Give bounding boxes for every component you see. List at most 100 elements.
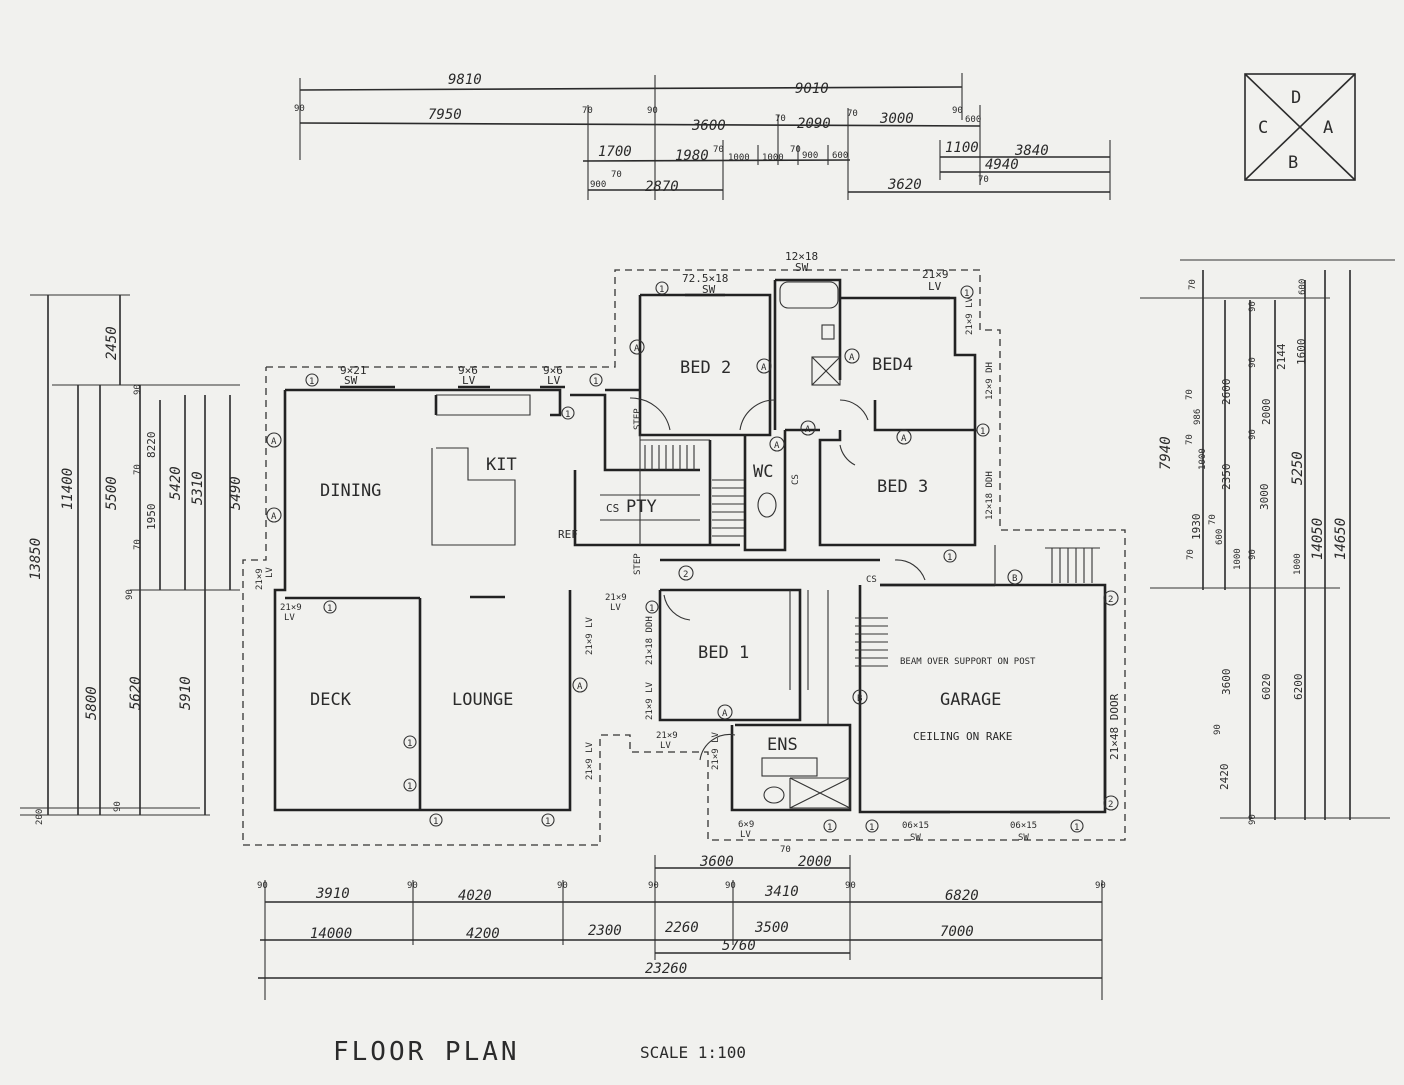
- window-size: 72.5×18: [682, 272, 728, 285]
- marker-1: 1: [403, 778, 417, 792]
- marker-1: 1: [960, 285, 974, 299]
- dim-90: 90: [952, 106, 963, 116]
- dim-900: 900: [802, 151, 818, 161]
- dim-70: 70: [1185, 389, 1195, 400]
- marker-a: A: [572, 677, 588, 693]
- dim-2420: 2420: [1218, 764, 1231, 791]
- window-size: 06×15: [1010, 821, 1037, 831]
- svg-text:A: A: [849, 353, 855, 363]
- svg-text:A: A: [634, 344, 640, 354]
- dim-1600: 1600: [1295, 339, 1308, 366]
- window-type: LV: [660, 741, 671, 751]
- dim-3000: 3000: [879, 111, 914, 127]
- compass-a: A: [1323, 118, 1333, 138]
- marker-1: 1: [1070, 819, 1084, 833]
- dim-2000: 2000: [798, 854, 832, 870]
- step-label: STEP: [633, 553, 643, 575]
- dim-5490: 5490: [228, 476, 244, 510]
- window-type: SW: [702, 283, 716, 296]
- garage-door-label: 21×48 DOOR: [1108, 693, 1121, 760]
- marker-1: 1: [865, 819, 879, 833]
- svg-text:1: 1: [545, 817, 550, 827]
- dim-90: 90: [113, 801, 123, 812]
- svg-text:1: 1: [827, 823, 832, 833]
- dim-3840: 3840: [1014, 143, 1049, 159]
- dim-70: 70: [775, 114, 786, 124]
- room-garage: GARAGE: [940, 690, 1001, 710]
- dim-5760: 5760: [722, 938, 756, 954]
- dim-3600: 3600: [691, 118, 726, 134]
- dim-8220: 8220: [145, 432, 158, 459]
- window-label: 21×9 LV: [965, 296, 975, 335]
- dim-70: 70: [133, 539, 143, 550]
- svg-text:1: 1: [947, 553, 952, 563]
- svg-text:A: A: [577, 682, 583, 692]
- window-size: 21×9: [922, 268, 949, 281]
- dim-70: 70: [611, 170, 622, 180]
- marker-a: A: [800, 420, 816, 436]
- dim-90: 90: [557, 881, 568, 891]
- window-label: 21×18 DDH: [645, 616, 655, 665]
- dim-90: 90: [647, 106, 658, 116]
- dim-4940: 4940: [985, 157, 1019, 173]
- marker-1: 1: [403, 735, 417, 749]
- room-kit: KIT: [486, 455, 517, 475]
- window-labels: 9×21 SW 9×6 LV 9×6 LV 72.5×18 SW 12×18 S…: [255, 250, 1037, 843]
- dim-90: 90: [407, 881, 418, 891]
- dim-70: 70: [847, 109, 858, 119]
- window-label: 12×9 DH: [985, 362, 995, 400]
- svg-text:2: 2: [1108, 595, 1113, 605]
- marker-a: A: [769, 436, 785, 452]
- right-dimensions: 70 7940 90 2144 600 1600 90 2600 70 2000…: [1140, 259, 1395, 825]
- dim-5620: 5620: [128, 676, 144, 710]
- marker-1: 1: [323, 600, 337, 614]
- dim-7000: 7000: [940, 924, 974, 940]
- dim-14650: 14650: [1333, 518, 1349, 560]
- marker-1: 1: [589, 373, 603, 387]
- svg-text:A: A: [722, 709, 728, 719]
- window-type: SW: [1018, 833, 1029, 843]
- dim-3620: 3620: [887, 177, 922, 193]
- dim-70: 70: [780, 845, 791, 855]
- dim-986: 986: [1193, 409, 1203, 425]
- beam-note: BEAM OVER SUPPORT ON POST: [900, 657, 1036, 667]
- svg-text:A: A: [805, 425, 811, 435]
- marker-2: 2: [678, 565, 694, 581]
- marker-a: A: [266, 507, 282, 523]
- window-size: 9×21: [340, 364, 367, 377]
- dim-23260: 23260: [645, 961, 687, 977]
- dim-5310: 5310: [190, 471, 206, 505]
- room-ref: REF: [558, 528, 578, 541]
- svg-text:1: 1: [327, 604, 332, 614]
- dim-70: 70: [790, 145, 801, 155]
- dim-70: 70: [978, 175, 989, 185]
- svg-text:2: 2: [683, 570, 688, 580]
- room-bed2: BED 2: [680, 358, 731, 378]
- dim-1950: 1950: [145, 504, 158, 531]
- dim-13850: 13850: [28, 538, 44, 580]
- window-label: 21×9 LV: [645, 681, 655, 720]
- dim-7940: 7940: [1158, 436, 1174, 470]
- drawing-title: FLOOR PLAN: [333, 1037, 520, 1067]
- compass-d: D: [1291, 88, 1301, 108]
- room-pty: PTY: [626, 497, 657, 517]
- svg-text:1: 1: [964, 289, 969, 299]
- dim-70: 70: [133, 464, 143, 475]
- svg-text:1: 1: [593, 377, 598, 387]
- dim-2260: 2260: [665, 920, 699, 936]
- dim-70: 70: [1188, 279, 1198, 290]
- marker-a: A: [266, 432, 282, 448]
- svg-text:1: 1: [649, 604, 654, 614]
- dim-3600: 3600: [1220, 669, 1233, 696]
- dim-1000: 1000: [1198, 448, 1208, 470]
- svg-text:A: A: [774, 441, 780, 451]
- marker-a: A: [896, 429, 912, 445]
- window-size: 21×9: [255, 568, 265, 590]
- window-label: 21×9 LV: [585, 741, 595, 780]
- dim-70: 70: [1186, 549, 1196, 560]
- dim-3910: 3910: [315, 886, 350, 902]
- window-type: LV: [265, 567, 275, 578]
- marker-a: A: [844, 348, 860, 364]
- marker-1: 1: [976, 423, 990, 437]
- dim-5420: 5420: [168, 466, 184, 500]
